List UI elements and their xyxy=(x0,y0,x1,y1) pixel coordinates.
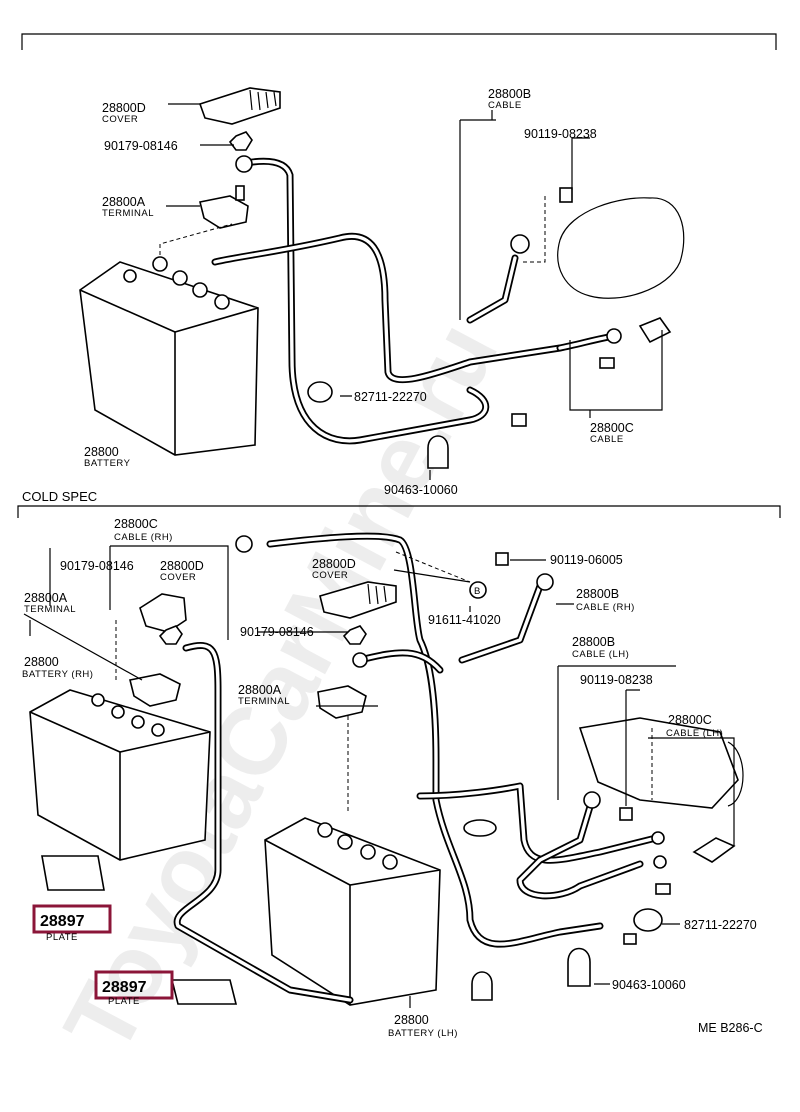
top-battery-sub: BATTERY xyxy=(84,458,131,469)
terminal-rh[interactable] xyxy=(129,673,181,707)
bottom-frame xyxy=(17,505,781,518)
top-cable-b-sub: CABLE xyxy=(488,100,522,111)
top-cable-c-parts[interactable] xyxy=(511,317,672,427)
cable-c-rh-number: 28800C xyxy=(114,517,158,531)
top-cable-b-number: 28800B xyxy=(488,87,531,101)
top-cover-sub: COVER xyxy=(102,114,138,125)
plate-2-shape xyxy=(170,979,238,1005)
bottom-dashes xyxy=(115,551,471,812)
terminal-2-sub: TERMINAL xyxy=(238,696,290,707)
clamp-number: 82711-22270 xyxy=(684,918,757,932)
top-cover-number: 28800D xyxy=(102,101,146,115)
cable-b-rh-sub: CABLE (RH) xyxy=(576,602,635,613)
top-clip-number: 90463-10060 xyxy=(384,483,458,497)
battery-rh-number: 28800 xyxy=(24,655,59,669)
bottom-cables xyxy=(173,532,667,1004)
top-terminal[interactable] xyxy=(199,185,249,229)
plate-2-sub: PLATE xyxy=(108,996,140,1007)
cable-b-lh-sub: CABLE (LH) xyxy=(572,649,629,660)
nut-rh-number: 90179-08146 xyxy=(60,559,134,573)
battery-rh-sub: BATTERY (RH) xyxy=(22,669,93,680)
top-starter xyxy=(520,187,685,299)
battery-lh-sub: BATTERY (LH) xyxy=(388,1028,458,1039)
cover-2-number: 28800D xyxy=(312,557,356,571)
terminal-2-number: 28800A xyxy=(238,683,282,697)
top-clamp-number: 82711-22270 xyxy=(354,390,427,404)
top-battery-number: 28800 xyxy=(84,445,119,459)
clip-number: 90463-10060 xyxy=(612,978,686,992)
cover-2[interactable] xyxy=(319,581,397,619)
cold-spec-title: COLD SPEC xyxy=(22,489,97,504)
plate-1-sub: PLATE xyxy=(46,932,78,943)
starter-lh xyxy=(578,717,744,809)
terminal-rh-sub: TERMINAL xyxy=(24,604,76,615)
bolt-b-mark: B xyxy=(474,586,481,597)
top-cables xyxy=(211,155,622,445)
terminal-rh-number: 28800A xyxy=(24,591,68,605)
cover-2-sub: COVER xyxy=(312,570,348,581)
clamp-bottom[interactable] xyxy=(633,908,663,932)
top-nut[interactable] xyxy=(228,131,253,151)
top-cable-c-number: 28800C xyxy=(590,421,634,435)
battery-rh[interactable] xyxy=(29,689,211,861)
bolt-top-number: 90119-06005 xyxy=(550,553,623,567)
cable-c-lh-number: 28800C xyxy=(668,713,712,727)
plate-1-number: 28897 xyxy=(40,913,85,930)
cable-b-lh-number: 28800B xyxy=(572,635,615,649)
top-leaders xyxy=(166,103,663,480)
clamp-middle[interactable] xyxy=(463,819,497,837)
diagram-code: ME B286-C xyxy=(698,1021,763,1035)
bottom-section: B xyxy=(22,517,757,1039)
nut-rh[interactable] xyxy=(158,625,183,645)
top-battery[interactable] xyxy=(79,256,259,456)
top-frame xyxy=(21,33,777,50)
cable-c-rh-sub: CABLE (RH) xyxy=(114,532,173,543)
top-terminal-number: 28800A xyxy=(102,195,146,209)
bottom-leaders xyxy=(23,545,735,985)
top-section: 28800D COVER 90179-08146 28800A TERMINAL… xyxy=(79,87,685,497)
cable-c-lh-sub: CABLE (LH) xyxy=(666,728,723,739)
battery-lh[interactable] xyxy=(264,817,441,1006)
battery-lh-number: 28800 xyxy=(394,1013,429,1027)
cover-rh-number: 28800D xyxy=(160,559,204,573)
bolt-top[interactable] xyxy=(495,552,509,566)
nut-2[interactable] xyxy=(342,625,367,645)
cable-b-rh-number: 28800B xyxy=(576,587,619,601)
cover-rh[interactable] xyxy=(139,593,187,633)
cover-rh-sub: COVER xyxy=(160,572,196,583)
bolt-lh-number: 90119-08238 xyxy=(580,673,653,687)
plate-1-shape xyxy=(41,855,105,891)
top-cable-c-sub: CABLE xyxy=(590,434,624,445)
top-clamp[interactable] xyxy=(307,381,333,403)
plate-2-highlight[interactable] xyxy=(94,970,174,1000)
plate-1-highlight[interactable] xyxy=(32,904,112,934)
top-terminal-dash xyxy=(159,223,233,255)
top-clip[interactable] xyxy=(427,435,449,469)
plate-2-number: 28897 xyxy=(102,979,147,996)
cable-c-lh-end[interactable] xyxy=(623,837,736,945)
nut-2-number: 90179-08146 xyxy=(240,625,314,639)
terminal-2[interactable] xyxy=(317,685,367,719)
top-bolt-number: 90119-08238 xyxy=(524,127,597,141)
clip-bottom[interactable] xyxy=(471,947,591,1001)
top-nut-number: 90179-08146 xyxy=(104,139,178,153)
bolt-b-number: 91611-41020 xyxy=(428,613,501,627)
top-terminal-sub: TERMINAL xyxy=(102,208,154,219)
bolt-b[interactable] xyxy=(469,581,487,599)
top-cover[interactable] xyxy=(198,87,281,125)
bolt-lh[interactable] xyxy=(619,807,633,821)
